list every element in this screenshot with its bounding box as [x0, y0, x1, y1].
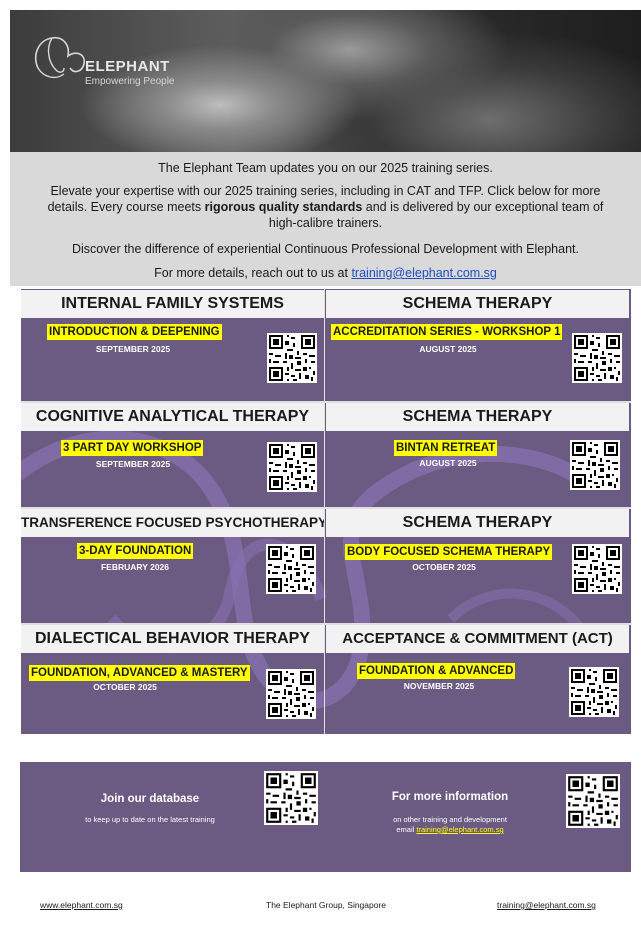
course-grid: INTERNAL FAMILY SYSTEMS INTRODUCTION & D… — [21, 289, 631, 734]
intro-line-2: Elevate your expertise with our 2025 tra… — [10, 183, 641, 231]
more-info-title: For more information — [391, 791, 509, 803]
intro-line-2-pre: Elevate your expertise with our 2025 tra… — [47, 184, 601, 214]
intro-section: The Elephant Team updates you on our 202… — [10, 152, 641, 286]
intro-line-4: For more details, reach out to us at tra… — [10, 265, 641, 281]
course-date-schema-1: AUGUST 2025 — [419, 344, 477, 354]
footer-info-box: Join our database to keep up to date on … — [20, 762, 631, 872]
join-database-title: Join our database — [100, 793, 200, 805]
intro-bold-text: rigorous quality standards — [204, 200, 363, 214]
course-subtitle-schema-2[interactable]: BINTAN RETREAT — [394, 440, 498, 456]
course-subtitle-dbt[interactable]: FOUNDATION, ADVANCED & MASTERY — [29, 665, 250, 681]
more-info-email-prefix: email — [396, 825, 417, 834]
company-name: The Elephant Group, Singapore — [266, 900, 387, 910]
course-subtitle-cat[interactable]: 3 PART DAY WORKSHOP — [61, 440, 204, 456]
course-title-cat: COGNITIVE ANALYTICAL THERAPY — [21, 403, 324, 431]
course-subtitle-schema-3[interactable]: BODY FOCUSED SCHEMA THERAPY — [345, 544, 553, 560]
intro-line-4-pre: For more details, reach out to us at — [154, 266, 352, 280]
course-date-schema-2: AUGUST 2025 — [419, 458, 477, 468]
course-title-ifs: INTERNAL FAMILY SYSTEMS — [21, 290, 324, 318]
more-info-text: on other training and development email … — [370, 815, 530, 835]
course-subtitle-tfp[interactable]: 3-DAY FOUNDATION — [77, 543, 194, 559]
grid-divider-vertical — [324, 289, 325, 734]
qr-code-icon[interactable] — [572, 333, 622, 383]
join-database-text: to keep up to date on the latest trainin… — [85, 815, 215, 824]
course-date-dbt: OCTOBER 2025 — [93, 682, 157, 692]
bottom-email-link[interactable]: training@elephant.com.sg — [497, 900, 596, 910]
course-date-act: NOVEMBER 2025 — [403, 681, 475, 691]
elephant-logo-icon — [34, 36, 86, 79]
qr-code-icon[interactable] — [266, 669, 316, 719]
course-title-schema-2: SCHEMA THERAPY — [326, 403, 629, 431]
course-title-schema-1: SCHEMA THERAPY — [326, 290, 629, 318]
website-link[interactable]: www.elephant.com.sg — [40, 900, 123, 910]
course-date-ifs: SEPTEMBER 2025 — [95, 344, 171, 354]
course-date-schema-3: OCTOBER 2025 — [412, 562, 476, 572]
logo-text: ELEPHANT — [85, 58, 170, 75]
intro-line-2-post: and is delivered by our exceptional team… — [268, 200, 604, 230]
course-title-act: ACCEPTANCE & COMMITMENT (ACT) — [326, 625, 629, 653]
course-title-dbt: DIALECTICAL BEHAVIOR THERAPY — [21, 625, 324, 653]
more-info-line: on other training and development — [393, 815, 507, 824]
course-date-cat: SEPTEMBER 2025 — [95, 459, 171, 469]
course-subtitle-ifs[interactable]: INTRODUCTION & DEEPENING — [47, 324, 222, 340]
hero-image: ELEPHANT Empowering People — [10, 10, 641, 152]
qr-code-icon[interactable] — [572, 544, 622, 594]
course-subtitle-act[interactable]: FOUNDATION & ADVANCED — [357, 663, 516, 679]
grid-divider-row-3 — [21, 623, 631, 625]
qr-code-icon[interactable] — [267, 333, 317, 383]
course-date-tfp: FEBRUARY 2026 — [100, 562, 170, 572]
grid-divider-row-1 — [21, 401, 631, 403]
qr-code-icon[interactable] — [570, 440, 620, 490]
intro-line-1: The Elephant Team updates you on our 202… — [158, 161, 493, 175]
course-title-tfp: TRANSFERENCE FOCUSED PSYCHOTHERAPY — [21, 509, 324, 537]
logo-tagline: Empowering People — [85, 76, 175, 87]
more-info-email-link[interactable]: training@elephant.com.sg — [416, 825, 504, 834]
qr-code-icon[interactable] — [569, 667, 619, 717]
course-title-schema-3: SCHEMA THERAPY — [326, 509, 629, 537]
course-subtitle-schema-1[interactable]: ACCREDITATION SERIES - WORKSHOP 1 — [331, 324, 563, 340]
qr-code-icon[interactable] — [266, 544, 316, 594]
qr-code-icon[interactable] — [264, 771, 318, 825]
intro-line-3: Discover the difference of experiential … — [71, 242, 579, 256]
qr-code-icon[interactable] — [566, 774, 620, 828]
qr-code-icon[interactable] — [267, 442, 317, 492]
intro-email-link[interactable]: training@elephant.com.sg — [351, 266, 497, 280]
grid-divider-row-2 — [21, 507, 631, 509]
